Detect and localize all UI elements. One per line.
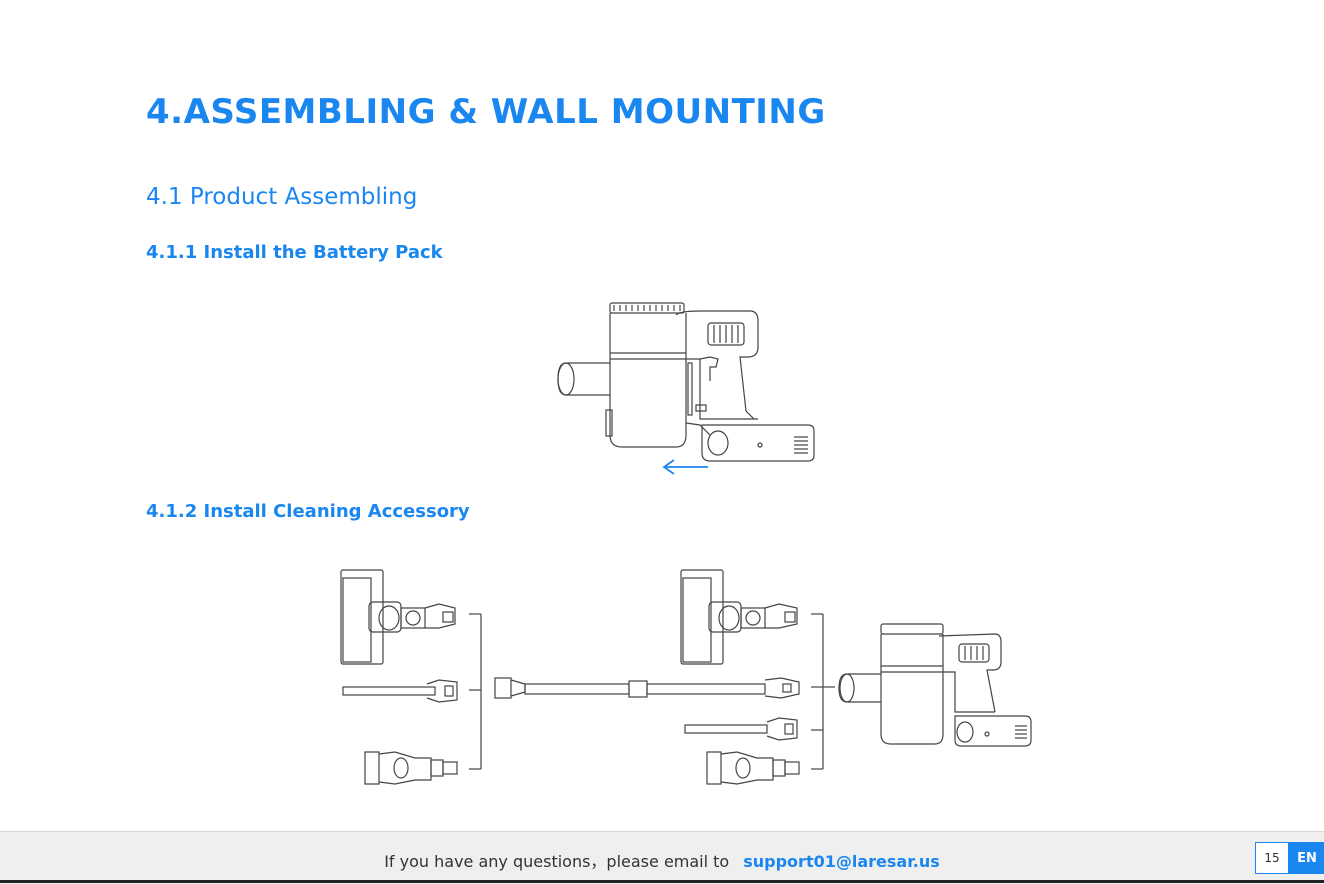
subsection-title-accessory: 4.1.2 Install Cleaning Accessory [146,501,470,522]
footer-bar: If you have any questions，please email t… [0,831,1324,884]
footer-contact: If you have any questions，please email t… [0,848,1324,872]
section-title: 4.1 Product Assembling [146,184,417,210]
battery-pack-illustration [702,425,814,461]
bracket-left [469,614,481,769]
page-title: 4.ASSEMBLING & WALL MOUNTING [146,92,826,132]
subsection-title-battery: 4.1.1 Install the Battery Pack [146,242,443,263]
battery-install-diagram [550,295,820,480]
support-email-link[interactable]: support01@laresar.us [743,852,940,871]
brush-tool-right-illustration [707,752,799,784]
page-indicator: 15 EN [1255,842,1324,874]
crevice-tool-right-illustration [685,718,797,740]
page-number: 15 [1255,842,1289,874]
vacuum-main-unit-illustration [839,624,1031,746]
accessory-install-diagram [335,562,1040,792]
language-badge: EN [1289,842,1324,874]
brush-tool-left-illustration [365,752,457,784]
footer-text: If you have any questions，please email t… [384,852,729,871]
extension-tube-illustration [495,678,799,698]
bracket-right [811,614,835,769]
crevice-tool-left-illustration [343,680,457,702]
floor-brush-right-illustration [681,570,797,664]
arrow-left-icon [664,460,708,474]
floor-brush-left-illustration [341,570,455,664]
